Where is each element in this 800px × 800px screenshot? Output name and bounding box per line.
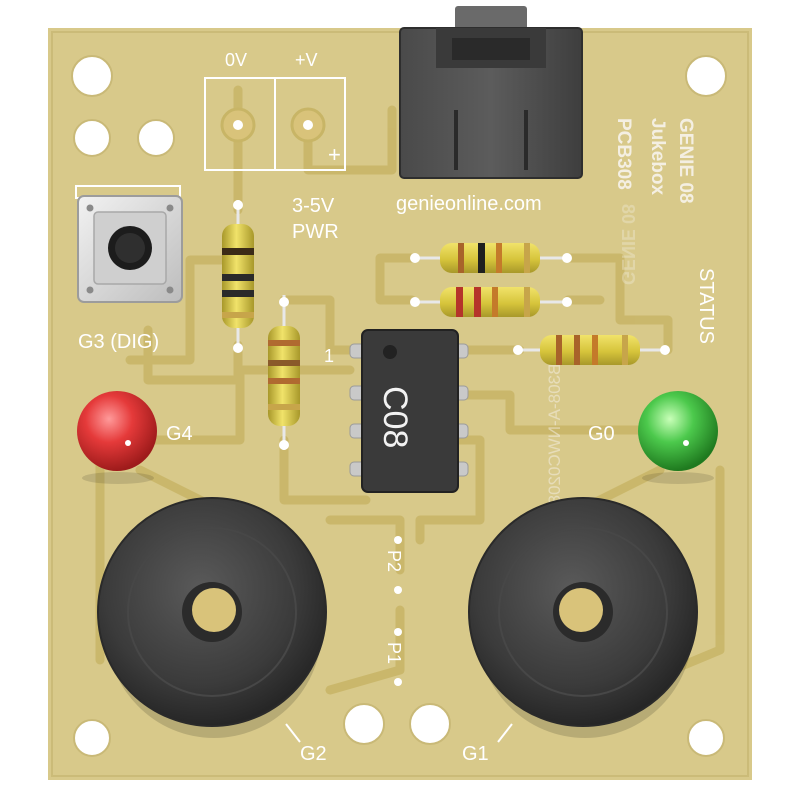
power-minus-label: 0V — [225, 50, 247, 70]
chip-marking: C08 — [376, 386, 414, 448]
ic-chip-icon: C08 — [349, 329, 469, 493]
piezo-buzzer-icon — [97, 497, 327, 738]
pcb-line: PCB308 — [613, 118, 634, 190]
power-connector — [204, 77, 346, 171]
copper-traces — [95, 85, 725, 705]
test-point-p1 — [394, 628, 402, 686]
g4-label: G4 — [166, 423, 193, 445]
mirrored-code-label: PCB308-A-NWC0208 — [545, 340, 564, 504]
g0-label: G0 — [588, 423, 615, 445]
power-plus-label: +V — [295, 50, 318, 70]
voltage-label: 3-5V — [292, 195, 335, 217]
branding-block: GENIE 08 Jukebox PCB308 — [613, 118, 696, 204]
resistor-icon — [410, 287, 572, 317]
brand-line: GENIE 08 — [675, 118, 696, 204]
g2-leader — [285, 723, 301, 743]
status-label: STATUS — [695, 268, 717, 344]
power-plus-sign: + — [328, 142, 341, 167]
resistor-icon — [222, 200, 254, 353]
g2-label: G2 — [300, 743, 327, 765]
pushbutton-icon — [75, 185, 183, 303]
mount-hole-icon — [71, 55, 727, 757]
resistor-icon — [410, 243, 572, 273]
mirrored-brand-line: GENIE 08 — [618, 204, 638, 285]
g1-label: G1 — [462, 743, 489, 765]
led-icon — [638, 391, 718, 484]
website-label: genieonline.com — [396, 193, 542, 215]
audio-jack-icon — [399, 6, 583, 179]
resistor-icon — [268, 295, 300, 450]
mirrored-branding: GENIE 08 — [618, 204, 638, 285]
test-point-p2 — [394, 536, 402, 594]
g1-leader — [497, 723, 513, 743]
piezo-buzzer-icon — [468, 497, 698, 738]
pwr-label: PWR — [292, 221, 339, 243]
p2-label: P2 — [384, 550, 404, 572]
product-line: Jukebox — [647, 118, 668, 196]
p1-label: P1 — [384, 642, 404, 664]
resistor-icon — [513, 335, 670, 365]
pin1-label: 1 — [324, 346, 334, 366]
g3-label: G3 (DIG) — [78, 331, 159, 353]
led-icon — [77, 391, 157, 484]
